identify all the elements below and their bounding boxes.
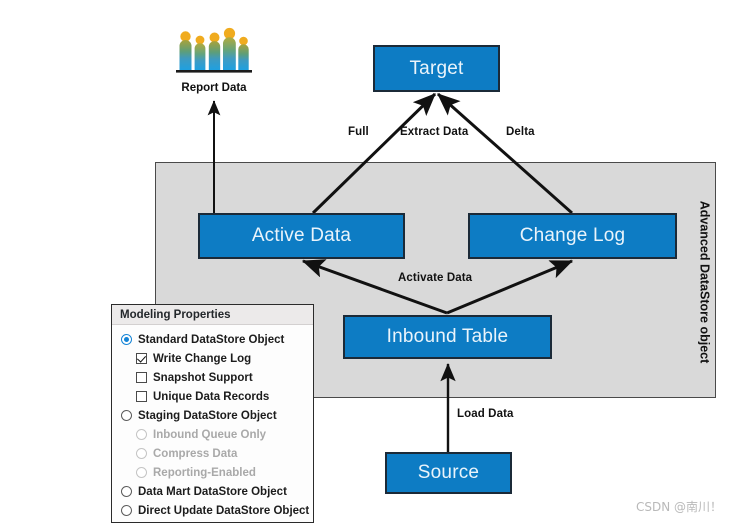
watermark: CSDN @南川！ (636, 500, 723, 514)
radio-icon (136, 448, 147, 459)
radio-icon[interactable] (121, 505, 132, 516)
edge-label-load-data: Load Data (457, 408, 514, 420)
modeling-option-label: Staging DataStore Object (138, 409, 277, 422)
modeling-option-label: Standard DataStore Object (138, 333, 285, 346)
checkbox-icon[interactable] (136, 372, 147, 383)
modeling-option-label: Write Change Log (153, 352, 252, 365)
node-source[interactable]: Source (385, 452, 512, 494)
node-change-log[interactable]: Change Log (468, 213, 677, 259)
modeling-option-row: Reporting-Enabled (112, 463, 313, 482)
modeling-option-label: Reporting-Enabled (153, 466, 256, 479)
radio-icon (136, 467, 147, 478)
modeling-option-label: Compress Data (153, 447, 238, 460)
modeling-properties-title: Modeling Properties (120, 308, 231, 321)
people-group-icon (176, 27, 252, 73)
modeling-option-row[interactable]: Direct Update DataStore Object (112, 501, 313, 520)
modeling-properties-header: Modeling Properties (112, 305, 313, 325)
edge-label-activate-data: Activate Data (398, 272, 473, 284)
modeling-option-row[interactable]: Unique Data Records (112, 387, 313, 406)
radio-icon[interactable] (121, 334, 132, 345)
modeling-properties-panel: Modeling Properties Standard DataStore O… (111, 304, 314, 523)
modeling-option-row[interactable]: Data Mart DataStore Object (112, 482, 313, 501)
node-change-log-label: Change Log (519, 225, 626, 246)
modeling-option-row[interactable]: Standard DataStore Object (112, 330, 313, 349)
radio-icon (136, 429, 147, 440)
edge-label-delta: Delta (506, 126, 535, 138)
modeling-option-row: Inbound Queue Only (112, 425, 313, 444)
modeling-option-label: Data Mart DataStore Object (138, 485, 287, 498)
node-target[interactable]: Target (373, 45, 500, 92)
radio-icon[interactable] (121, 486, 132, 497)
modeling-option-label: Unique Data Records (153, 390, 270, 403)
modeling-option-row[interactable]: Snapshot Support (112, 368, 313, 387)
modeling-option-row: Compress Data (112, 444, 313, 463)
checkbox-icon[interactable] (136, 353, 147, 364)
edge-label-extract-data: Extract Data (400, 126, 469, 138)
advanced-datastore-label-text: Advanced DataStore object (697, 200, 712, 364)
node-target-label: Target (409, 57, 464, 79)
modeling-option-row[interactable]: Write Change Log (112, 349, 313, 368)
node-source-label: Source (417, 462, 480, 483)
edge-label-full: Full (348, 126, 369, 138)
modeling-option-row[interactable]: Staging DataStore Object (112, 406, 313, 425)
node-active-data-label: Active Data (251, 225, 352, 246)
radio-icon[interactable] (121, 410, 132, 421)
modeling-option-label: Inbound Queue Only (153, 428, 267, 441)
modeling-option-label: Snapshot Support (153, 371, 253, 384)
node-inbound-table[interactable]: Inbound Table (343, 315, 552, 359)
modeling-option-label: Direct Update DataStore Object (138, 504, 310, 517)
report-data-caption: Report Data (181, 82, 247, 94)
advanced-datastore-label: Advanced DataStore object (694, 170, 714, 394)
node-active-data[interactable]: Active Data (198, 213, 405, 259)
checkbox-icon[interactable] (136, 391, 147, 402)
node-inbound-table-label: Inbound Table (386, 326, 509, 347)
